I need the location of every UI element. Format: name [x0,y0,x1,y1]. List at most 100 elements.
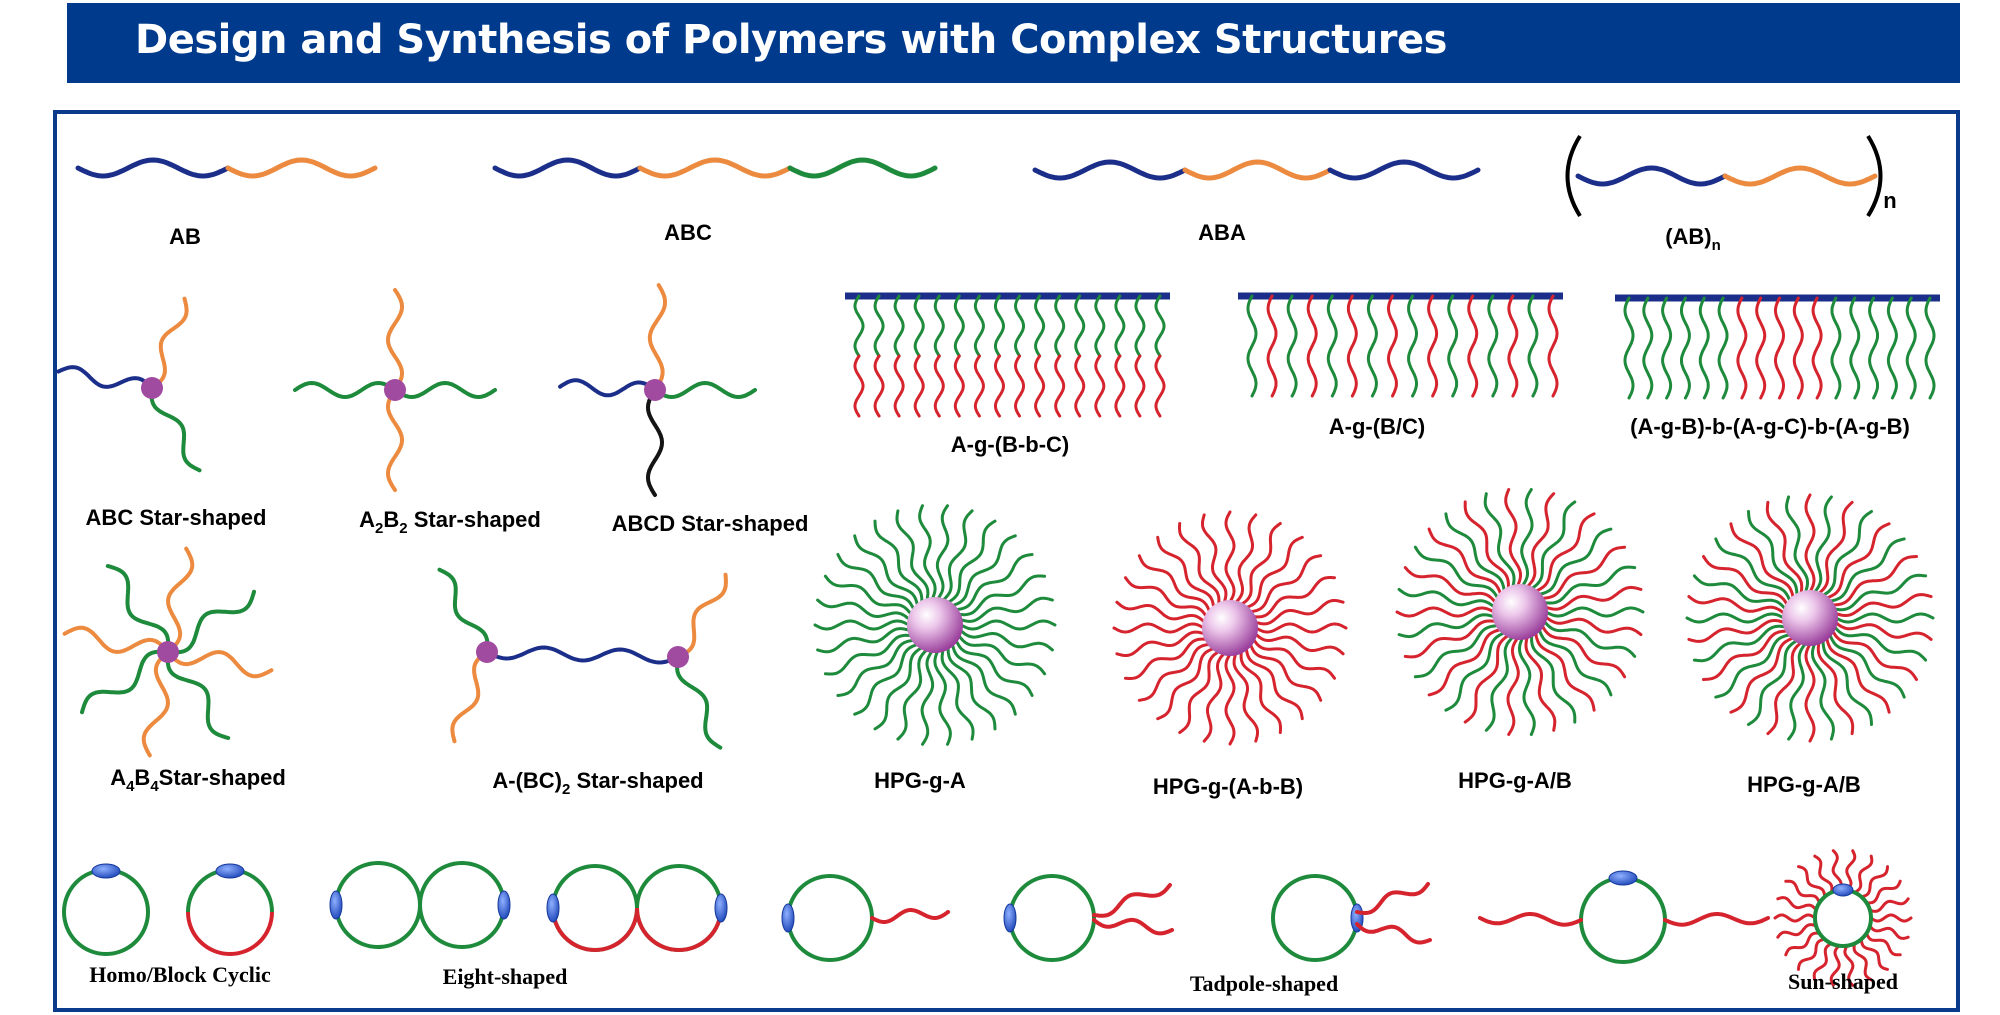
graft2-side-chain-12 [1467,294,1479,398]
abc-star-arm-c [149,386,202,473]
label-abc: ABC [664,220,712,245]
hpg4-arm-14 [1729,636,1795,714]
hpg4-arm-1 [1834,612,1935,624]
graft3-side-chain-13 [1849,296,1861,400]
graft1-side-chain-13-c [1094,354,1106,418]
hpg3-arm-8 [1524,635,1557,732]
graft2-side-chain-6 [1346,294,1358,398]
homo-cyclic-ring [62,868,150,956]
hpg1-arm-10 [896,648,929,741]
hpg1-arm-12 [853,642,920,716]
hpg4-arm-24 [1729,522,1795,600]
label-graft-2: A-g-(B/C) [1328,414,1426,439]
tadpole-1-tail [870,908,950,924]
sun-arm-2 [1868,924,1910,940]
sun-arm-21 [1865,879,1902,905]
sun-arm-14 [1784,879,1821,905]
graft3-side-chain-6 [1717,296,1729,400]
eight-1-marker-right [497,890,511,920]
graft2-side-chain-4 [1306,294,1318,398]
graft-copolymers [845,292,1940,418]
aba-block-a1 [1032,159,1188,181]
hpg3-arm-1 [1544,606,1645,618]
hpg3-arm-29 [1530,500,1577,591]
sun-arm-19 [1853,854,1874,894]
hpg3-arm-3 [1542,619,1637,658]
hpg3-arm-15 [1413,624,1500,679]
hpg1-arm-28 [954,553,1034,612]
aba-block-b [1182,159,1333,181]
graft3-side-chain-9 [1774,296,1785,400]
a4b4-arm-b4 [62,625,170,654]
hpg4-arm-16 [1702,629,1789,681]
label-a-bc2-star: A-(BC)2 Star-shaped [492,770,703,798]
sun-arm-18 [1845,849,1857,892]
hpg2-arm-9 [1202,651,1226,743]
sun-arm-3 [1865,931,1902,957]
abc2-sub: 2 [562,781,571,798]
hpg2-arm-4 [1248,642,1323,702]
graft1-side-chain-5-b [933,294,945,358]
hpg1-arm-2 [958,628,1054,652]
hpg1-arm-22 [895,509,930,602]
hpg3-arm-12 [1463,633,1510,724]
label-abcd-star: ABCD Star-shaped [611,511,809,536]
eight-2-marker-left [546,893,560,923]
repeat-brackets [1565,134,1883,218]
hpg2-arm-22 [1224,510,1236,604]
a4b4-arm-b1 [166,546,195,654]
a4b4-sub-a: 4 [126,778,135,795]
sun-arm-1 [1869,913,1913,923]
a4b4-sub-b: 4 [150,778,159,795]
a2b2-sub-b: 2 [399,520,408,537]
hpg1-arm-6 [946,646,997,731]
abc2-right-arm-b [676,572,728,659]
abn-block-b [1722,165,1878,187]
hpg3-arm-7 [1530,633,1577,724]
hpg4-arm-2 [1834,621,1933,641]
tadpole-4-ring [1579,876,1667,964]
graft1-side-chain-5-c [933,354,945,418]
hpg3-arm-10 [1506,636,1520,736]
hpg4-arm-32 [1825,522,1891,600]
hpg1-arm-9 [920,649,935,746]
graft3-side-chain-1 [1623,296,1635,400]
hpg3-arm-30 [1534,512,1596,593]
hpg4-arm-36 [1834,593,1933,617]
hpg1-arm-18 [823,574,913,616]
hpg2-arm-25 [1244,535,1304,610]
hpg3-arm-17 [1397,613,1496,639]
ab-block-a [75,157,231,179]
sun-arm-17 [1831,849,1843,892]
hyperbranched-polymers [813,488,1935,746]
hpg1-arm-20 [853,534,920,608]
label-abc-star: ABC Star-shaped [85,505,267,530]
graft1-side-chain-14-b [1114,294,1126,358]
hpg2-arm-16 [1115,600,1207,624]
label-ab-n: (AB)n [1665,224,1721,254]
abc-block-a [492,157,643,179]
a4b4-a: A [110,765,127,790]
graft1-side-chain-6-b [953,294,965,358]
graft1-side-chain-3-b [893,294,905,358]
hpg4-arm-17 [1692,624,1788,663]
hpg3-arm-19 [1397,587,1496,609]
a4b4-rest: Star-shaped [158,765,286,790]
graft1-side-chain-15-c [1134,354,1146,418]
hpg4-arm-10 [1804,642,1816,743]
hpg4-arm-15 [1714,633,1792,699]
hpg3-arm-34 [1544,585,1643,611]
sun-arm-4 [1859,937,1889,971]
tadpole-4-tail-left [1478,912,1583,927]
hpg1-arm-4 [954,638,1034,697]
hpg3-arm-6 [1534,631,1596,712]
label-tadpole-shaped: Tadpole-shaped [1189,971,1339,996]
star-polymers [56,283,757,758]
label-hpg-3: HPG-g-A/B [1458,768,1572,793]
graft3-side-chain-10 [1792,296,1804,400]
hpg2-arm-11 [1156,646,1216,721]
hpg2-arm-3 [1251,637,1336,680]
label-ab-n-main: (AB) [1665,224,1712,249]
eight-2-marker-right [714,893,728,923]
